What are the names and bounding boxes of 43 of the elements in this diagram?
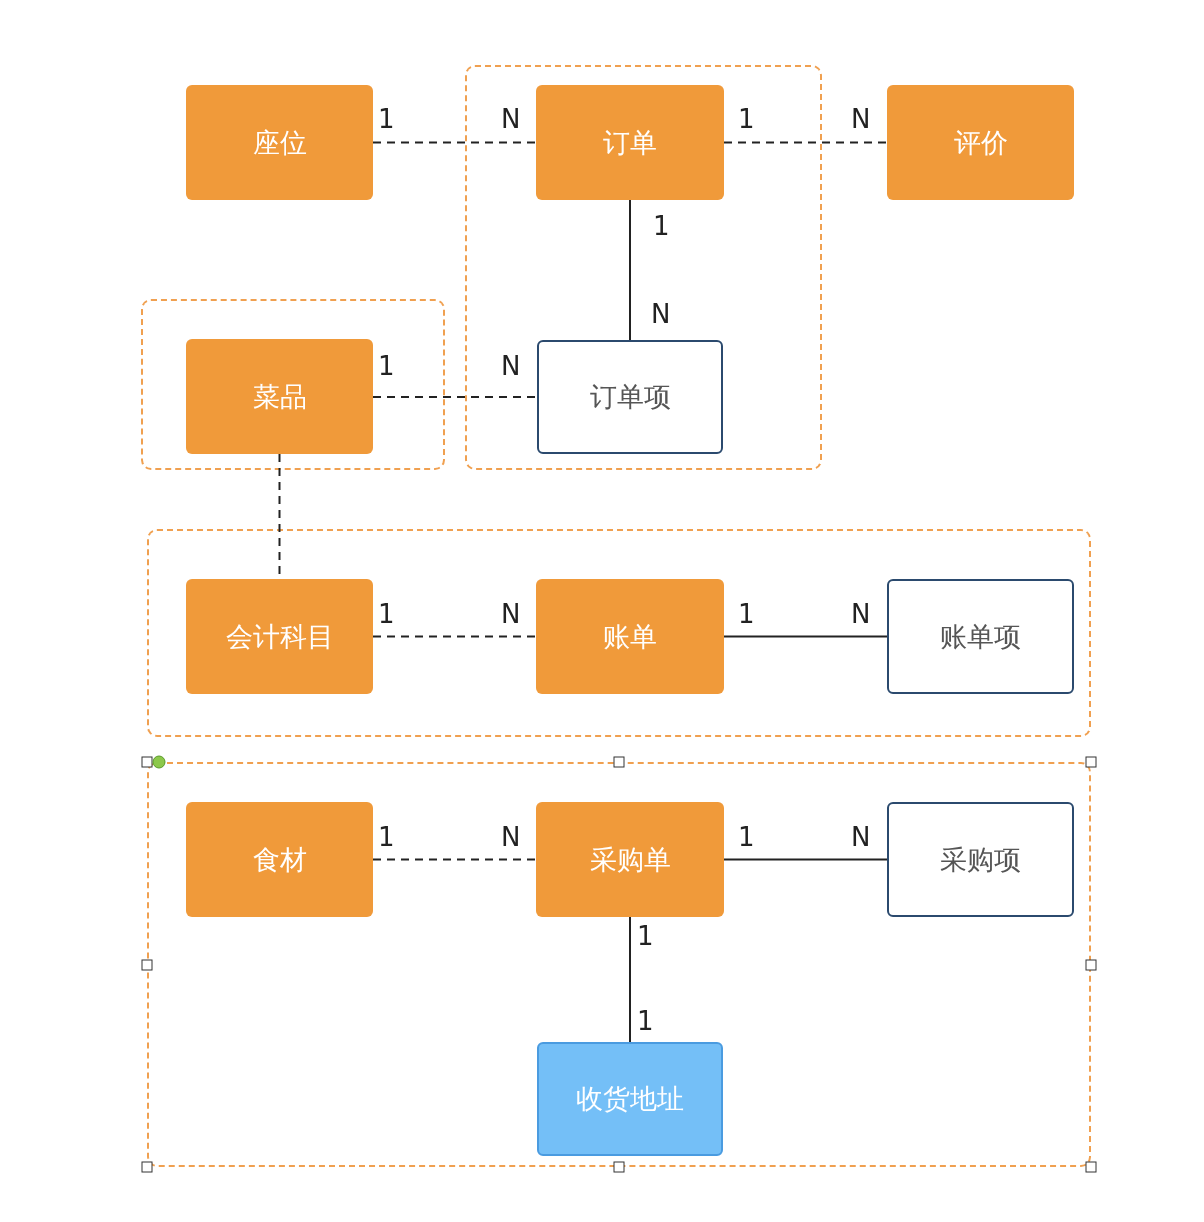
group-frame [141,299,445,470]
cardinality-label: N [501,601,521,627]
relationship-line [629,916,631,1043]
cardinality-label: N [851,106,871,132]
relationship-line [723,635,888,638]
cardinality-label: 1 [738,601,755,627]
cardinality-label: 1 [378,106,395,132]
cardinality-label: 1 [738,824,755,850]
entity-box: 菜品 [186,339,373,454]
relationship-line [723,858,888,861]
group-frame [147,762,1091,1167]
entity-box: 账单 [536,579,724,694]
cardinality-label: N [501,106,521,132]
cardinality-label: 1 [378,353,395,379]
cardinality-label: N [651,301,671,327]
relationship-line [372,635,537,638]
relationship-line [723,141,888,144]
weak-entity-box: 账单项 [887,579,1074,694]
cardinality-label: N [501,824,521,850]
cardinality-label: 1 [378,824,395,850]
cardinality-label: 1 [637,1008,654,1034]
address-entity-box: 收货地址 [537,1042,723,1156]
weak-entity-box: 订单项 [537,340,723,454]
cardinality-label: 1 [738,106,755,132]
weak-entity-box: 采购项 [887,802,1074,917]
cardinality-label: N [501,353,521,379]
entity-box: 订单 [536,85,724,200]
relationship-line [372,858,537,861]
cardinality-label: N [851,824,871,850]
group-frame [465,65,822,470]
entity-box: 食材 [186,802,373,917]
cardinality-label: 1 [653,213,670,239]
entity-box: 采购单 [536,802,724,917]
cardinality-label: N [851,601,871,627]
cardinality-label: 1 [637,923,654,949]
entity-box: 座位 [186,85,373,200]
relationship-line [629,199,631,341]
cardinality-label: 1 [378,601,395,627]
relationship-line [372,396,538,398]
entity-box: 评价 [887,85,1074,200]
entity-box: 会计科目 [186,579,373,694]
group-frame [147,529,1091,737]
relationship-line [372,141,537,144]
